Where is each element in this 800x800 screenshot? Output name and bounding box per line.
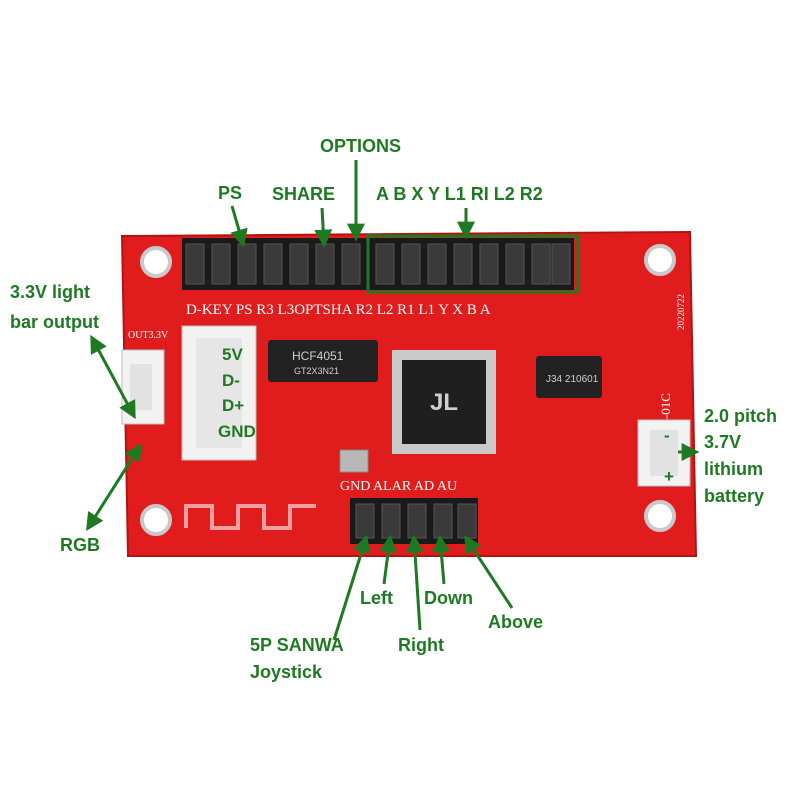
joystick-label-1: 5P SANWA: [250, 635, 344, 655]
pitch-label-4: battery: [704, 486, 764, 506]
share-arrow: [314, 207, 333, 248]
down-label: Down: [424, 588, 473, 608]
above-label: Above: [488, 612, 543, 632]
above-arrow: [464, 534, 514, 609]
chip-mcu-label: JL: [430, 389, 458, 416]
left-arrow: [379, 534, 398, 585]
left-label: Left: [360, 588, 393, 608]
silkscreen-top-row: D-KEY PS R3 L3OPTSHA R2 L2 R1 L1 Y X B A: [186, 302, 491, 318]
mounting-holes: [140, 244, 676, 536]
ps-arrow: [230, 205, 248, 248]
pitch-label-2: 3.7V: [704, 432, 741, 452]
silkscreen-bottom-row: GND ALAR AD AU: [340, 479, 457, 494]
buttons-label: A B X Y L1 RI L2 R2: [376, 184, 543, 204]
mcu-chip: JL: [392, 350, 496, 454]
down-arrow: [432, 534, 451, 585]
chip-right-label: J34 210601: [546, 374, 599, 385]
rgb-label: RGB: [60, 535, 100, 555]
silkscreen-out33: OUT3.3V: [128, 330, 169, 341]
right-chip: J34 210601: [536, 356, 602, 398]
board-date: 20220722: [676, 294, 686, 330]
antenna-trace: [184, 504, 316, 530]
share-label: SHARE: [272, 184, 335, 204]
battery-connector: [637, 419, 691, 487]
light-bar-label-2: bar output: [10, 312, 99, 332]
pitch-label-3: lithium: [704, 459, 763, 479]
ps-label: PS: [218, 183, 242, 203]
battery-plus-label: +: [664, 467, 674, 486]
connector-gnd-label: GND: [218, 422, 256, 441]
chip-hcf-label: HCF4051: [292, 349, 344, 363]
joystick-header: [350, 498, 478, 544]
light-bar-connector: [121, 349, 165, 425]
rgb-arrow: [86, 442, 142, 532]
pitch-label-1: 2.0 pitch: [704, 406, 777, 426]
joystick-arrow: [332, 534, 371, 641]
connector-dplus-label: D+: [222, 396, 244, 415]
light-bar-label-1: 3.3V light: [10, 282, 90, 302]
right-label: Right: [398, 635, 444, 655]
connector-5v-label: 5V: [222, 345, 243, 364]
joystick-label-2: Joystick: [250, 662, 323, 682]
right-arrow: [405, 534, 424, 631]
hcf4051-chip: HCF4051 GT2X3N21: [268, 340, 378, 382]
usb-connector: [181, 325, 257, 461]
top-pin-header: [182, 238, 574, 290]
light-bar-arrow: [90, 334, 136, 420]
crystal: [339, 449, 369, 473]
options-label: OPTIONS: [320, 136, 401, 156]
connector-dminus-label: D-: [222, 371, 240, 390]
chip-hcf-sub: GT2X3N21: [294, 366, 339, 376]
battery-minus-label: -: [664, 426, 670, 445]
